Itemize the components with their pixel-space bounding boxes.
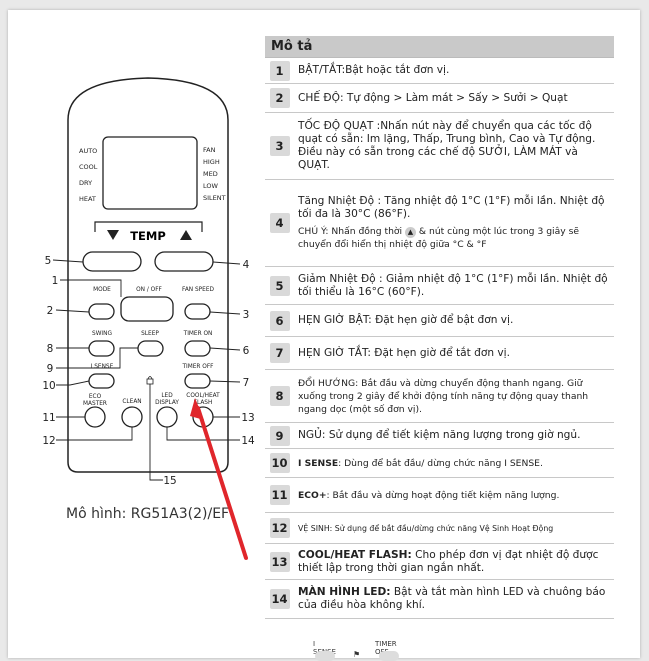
red-arrow-head-icon — [190, 398, 204, 420]
callout-14: 14 — [241, 435, 255, 447]
fan-med-label: MED — [203, 170, 218, 178]
eco-label-line1: ECO — [89, 394, 102, 400]
timer-on-button[interactable] — [184, 340, 211, 357]
sleep-label: SLEEP — [141, 331, 159, 337]
callout-3: 3 — [243, 309, 250, 321]
annotation-arrow — [190, 398, 248, 560]
on-off-button[interactable] — [120, 296, 174, 322]
callout-9: 9 — [47, 363, 54, 375]
callout-13: 13 — [241, 412, 254, 424]
callout-8: 8 — [47, 343, 54, 355]
isense-label: I SENSE — [91, 364, 114, 370]
mode-button[interactable] — [88, 303, 115, 320]
fan-silent-label: SILENT — [203, 194, 226, 202]
up-arrow-icon: ▲ — [405, 227, 416, 238]
mode-heat-label: HEAT — [79, 195, 96, 203]
callout-15: 15 — [163, 475, 176, 487]
callout-10: 10 — [42, 380, 55, 392]
callout-12: 12 — [42, 435, 55, 447]
led-label-line1: LED — [161, 393, 173, 399]
mode-cool-label: COOL — [79, 163, 98, 171]
fan-low-label: LOW — [203, 182, 219, 190]
temp-down-button[interactable] — [82, 251, 142, 272]
callout-4: 4 — [243, 259, 250, 271]
swing-label: SWING — [92, 331, 112, 337]
temp-up-button[interactable] — [154, 251, 214, 272]
eco-label-line2: MASTER — [83, 401, 107, 407]
led-label-line2: DISPLAY — [155, 400, 179, 406]
timer-off-label: TIMER OFF — [181, 364, 213, 370]
temp-down-arrow-icon — [107, 230, 119, 240]
fan-speed-label: FAN SPEED — [182, 287, 214, 293]
callout-11: 11 — [42, 412, 55, 424]
mode-label: MODE — [93, 287, 111, 293]
model-name: Mô hình: RG51A3(2)/EF — [66, 506, 230, 522]
footer-isense-button — [315, 651, 335, 661]
clean-label: CLEAN — [122, 399, 141, 405]
temp-label: TEMP — [130, 229, 166, 243]
fan-high-label: HIGH — [203, 158, 220, 166]
flash-label-line1: COOL/HEAT — [186, 393, 220, 399]
callout-7: 7 — [243, 377, 250, 389]
fan-label: FAN — [203, 146, 216, 154]
callout-1: 1 — [52, 275, 59, 287]
callout-5: 5 — [45, 255, 52, 267]
sleep-button[interactable] — [137, 340, 164, 357]
document-page: AUTO COOL DRY HEAT FAN HIGH MED LOW SILE… — [8, 10, 640, 661]
flash-label-line2: FLASH — [194, 400, 213, 406]
mode-auto-label: AUTO — [79, 147, 97, 155]
footer-lock-icon: ⚑ — [353, 650, 361, 659]
callout-6: 6 — [243, 345, 250, 357]
swing-button[interactable] — [88, 340, 115, 357]
mode-dry-label: DRY — [79, 179, 92, 187]
footer-timer-off-button — [379, 651, 399, 661]
callout-2: 2 — [47, 305, 54, 317]
timer-on-label: TIMER ON — [183, 331, 213, 337]
on-off-label: ON / OFF — [136, 287, 162, 293]
fan-speed-button[interactable] — [184, 303, 211, 320]
table-header: Mô tả — [265, 36, 614, 58]
red-arrow-shaft — [196, 406, 248, 560]
temp-up-arrow-icon — [180, 230, 192, 240]
